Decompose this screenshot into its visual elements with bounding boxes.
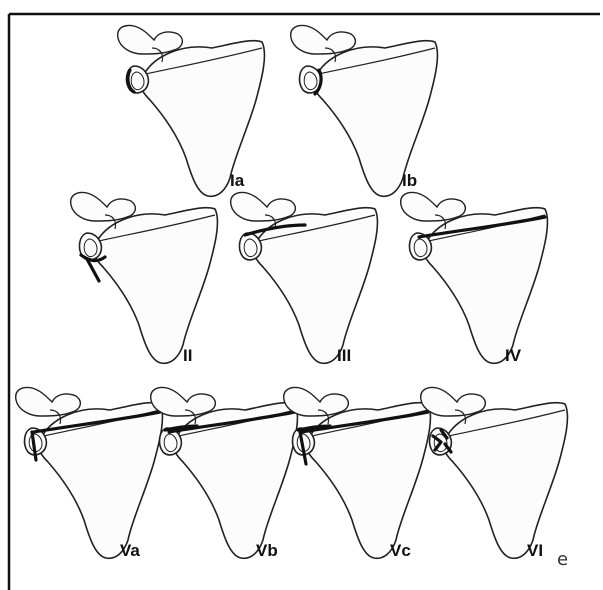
acromion-coracoid	[401, 193, 466, 222]
panel-label-iv: IV	[505, 347, 521, 364]
fracture-line	[87, 259, 99, 281]
scapula-body	[93, 208, 217, 364]
panel-label-vc: Vc	[390, 542, 411, 559]
panel-label-iii: III	[337, 347, 351, 364]
acromion-coracoid	[291, 26, 356, 55]
acromion-coracoid	[421, 388, 486, 417]
acromion-coracoid	[118, 26, 183, 55]
scapula-drawing	[65, 185, 235, 370]
acromion-coracoid	[71, 193, 136, 222]
corner-mark: e	[557, 551, 568, 569]
scapula-drawing	[395, 185, 565, 370]
panel-label-va: Va	[120, 542, 140, 559]
scapula-drawing	[415, 380, 585, 565]
scapula-body	[443, 403, 567, 559]
glenoid-fossa	[240, 233, 262, 260]
acromion-coracoid	[284, 388, 349, 417]
scapula-drawing	[225, 185, 395, 370]
scapula-drawing	[285, 18, 455, 203]
panel-label-vi: VI	[527, 542, 543, 559]
scapula-body	[253, 208, 377, 364]
panel-label-vb: Vb	[256, 542, 278, 559]
acromion-coracoid	[231, 193, 296, 222]
acromion-coracoid	[16, 388, 81, 417]
acromion-coracoid	[151, 388, 216, 417]
scapula-body	[38, 403, 162, 559]
scapula-body	[140, 41, 264, 197]
panel-label-ii: II	[183, 347, 192, 364]
scapula-body	[313, 41, 437, 197]
scapula-drawing	[112, 18, 282, 203]
scapula-body	[423, 208, 547, 364]
